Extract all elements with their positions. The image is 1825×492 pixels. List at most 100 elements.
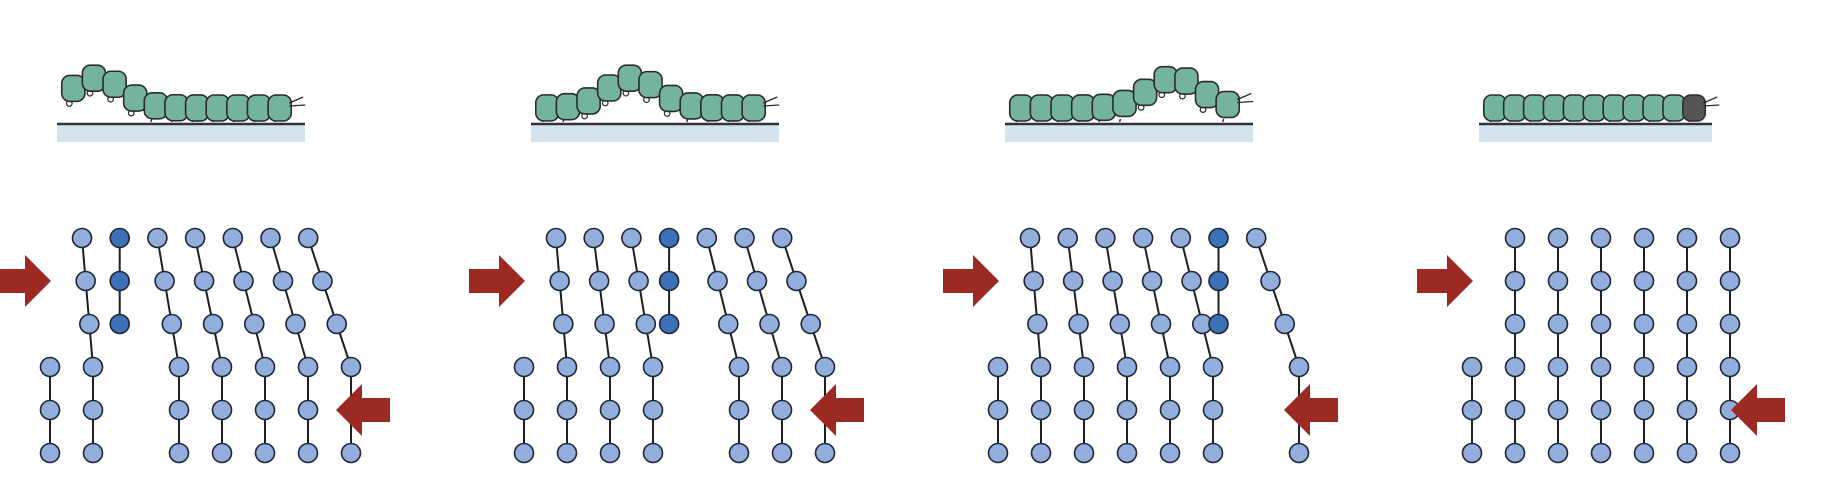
atom: [254, 356, 276, 378]
atom: [82, 356, 104, 378]
dislocation-atom: [658, 270, 680, 292]
atom: [1288, 356, 1310, 378]
atom: [168, 399, 190, 421]
atom: [1504, 227, 1526, 249]
atom: [1547, 270, 1569, 292]
atom: [1504, 313, 1526, 335]
caterpillar-segment: [1562, 94, 1587, 122]
atom: [556, 399, 578, 421]
atom: [1633, 227, 1655, 249]
atom: [1170, 227, 1192, 249]
caterpillar-segment: [1174, 67, 1199, 95]
atom: [642, 356, 664, 378]
caterpillar-segment: [1050, 94, 1075, 122]
caterpillar-segment: [1070, 94, 1096, 122]
atom: [635, 313, 657, 335]
caterpillar-scene: [531, 64, 780, 142]
arrow-left-icon: [1284, 384, 1338, 436]
dislocation-atom: [109, 270, 130, 292]
atom: [1159, 399, 1181, 421]
atom: [82, 442, 104, 464]
atom: [771, 399, 793, 421]
arrow-right-icon: [0, 255, 51, 307]
atom: [1073, 399, 1095, 421]
atom-lattice: [987, 227, 1310, 464]
arrow-right-icon: [1417, 255, 1473, 307]
caterpillar-segment: [1602, 94, 1627, 122]
atom: [1719, 356, 1741, 378]
atom: [588, 270, 610, 292]
atom: [1062, 270, 1084, 292]
atom: [1116, 399, 1138, 421]
atom: [1590, 356, 1612, 378]
atom: [1288, 442, 1310, 464]
atom: [771, 227, 793, 249]
atom: [1719, 270, 1741, 292]
ground-surface: [1479, 124, 1712, 142]
atom: [1068, 313, 1089, 335]
atom: [1676, 442, 1698, 464]
atom-lattice: [1461, 227, 1741, 464]
caterpillar-segment: [102, 70, 127, 99]
atom: [628, 270, 649, 292]
atom: [759, 313, 780, 335]
force-arrows: [1417, 255, 1785, 436]
caterpillar-icon: [1008, 65, 1254, 123]
caterpillar-icon: [1482, 94, 1720, 123]
atom: [707, 270, 728, 292]
atom: [202, 313, 224, 335]
atom: [771, 442, 793, 464]
atom: [734, 227, 755, 249]
atom: [272, 270, 294, 292]
arrow-left-icon: [1731, 384, 1785, 436]
atom: [297, 227, 319, 249]
atom: [1633, 442, 1655, 464]
atom: [1019, 227, 1041, 249]
force-arrows: [469, 255, 864, 436]
dislocation-atom: [1208, 227, 1229, 249]
atom: [1159, 356, 1181, 378]
atom: [1547, 399, 1569, 421]
atom: [1676, 313, 1698, 335]
caterpillar-leg: [1118, 118, 1122, 123]
caterpillar-segment: [720, 94, 746, 122]
atom: [987, 356, 1009, 378]
caterpillar-segment: [1542, 94, 1567, 122]
caterpillar-head: [1682, 94, 1707, 122]
atom: [1547, 227, 1569, 249]
atom: [154, 270, 175, 292]
atom: [39, 442, 61, 464]
atom: [211, 356, 233, 378]
atom: [1030, 399, 1052, 421]
atom: [556, 356, 578, 378]
caterpillar-segment: [1522, 94, 1547, 122]
dislocation-atom: [109, 313, 130, 335]
atom: [297, 356, 319, 378]
atom: [312, 270, 333, 292]
caterpillar-segment: [638, 70, 663, 99]
atom-lattice: [39, 227, 362, 464]
atom: [728, 356, 750, 378]
atom: [1260, 270, 1281, 292]
atom: [1073, 442, 1095, 464]
caterpillar-segment: [81, 64, 107, 93]
caterpillar-segment: [576, 87, 601, 115]
caterpillar-segment: [184, 94, 210, 122]
atom: [1633, 399, 1655, 421]
atom: [621, 227, 642, 249]
dislocation-atom: [109, 227, 130, 249]
dislocation-atom: [1208, 313, 1229, 335]
caterpillar-segment: [658, 84, 684, 113]
atom: [222, 227, 244, 249]
dislocation-atom: [658, 313, 680, 335]
arrow-left-icon: [336, 384, 390, 436]
atom: [1202, 442, 1224, 464]
atom: [1633, 313, 1655, 335]
atom: [1461, 442, 1483, 464]
panel-stage-3: [943, 65, 1338, 464]
caterpillar-head: [741, 94, 767, 122]
atom: [161, 313, 183, 335]
atom: [1132, 227, 1154, 249]
caterpillar-segment: [700, 93, 725, 122]
caterpillar-segment: [534, 94, 560, 122]
